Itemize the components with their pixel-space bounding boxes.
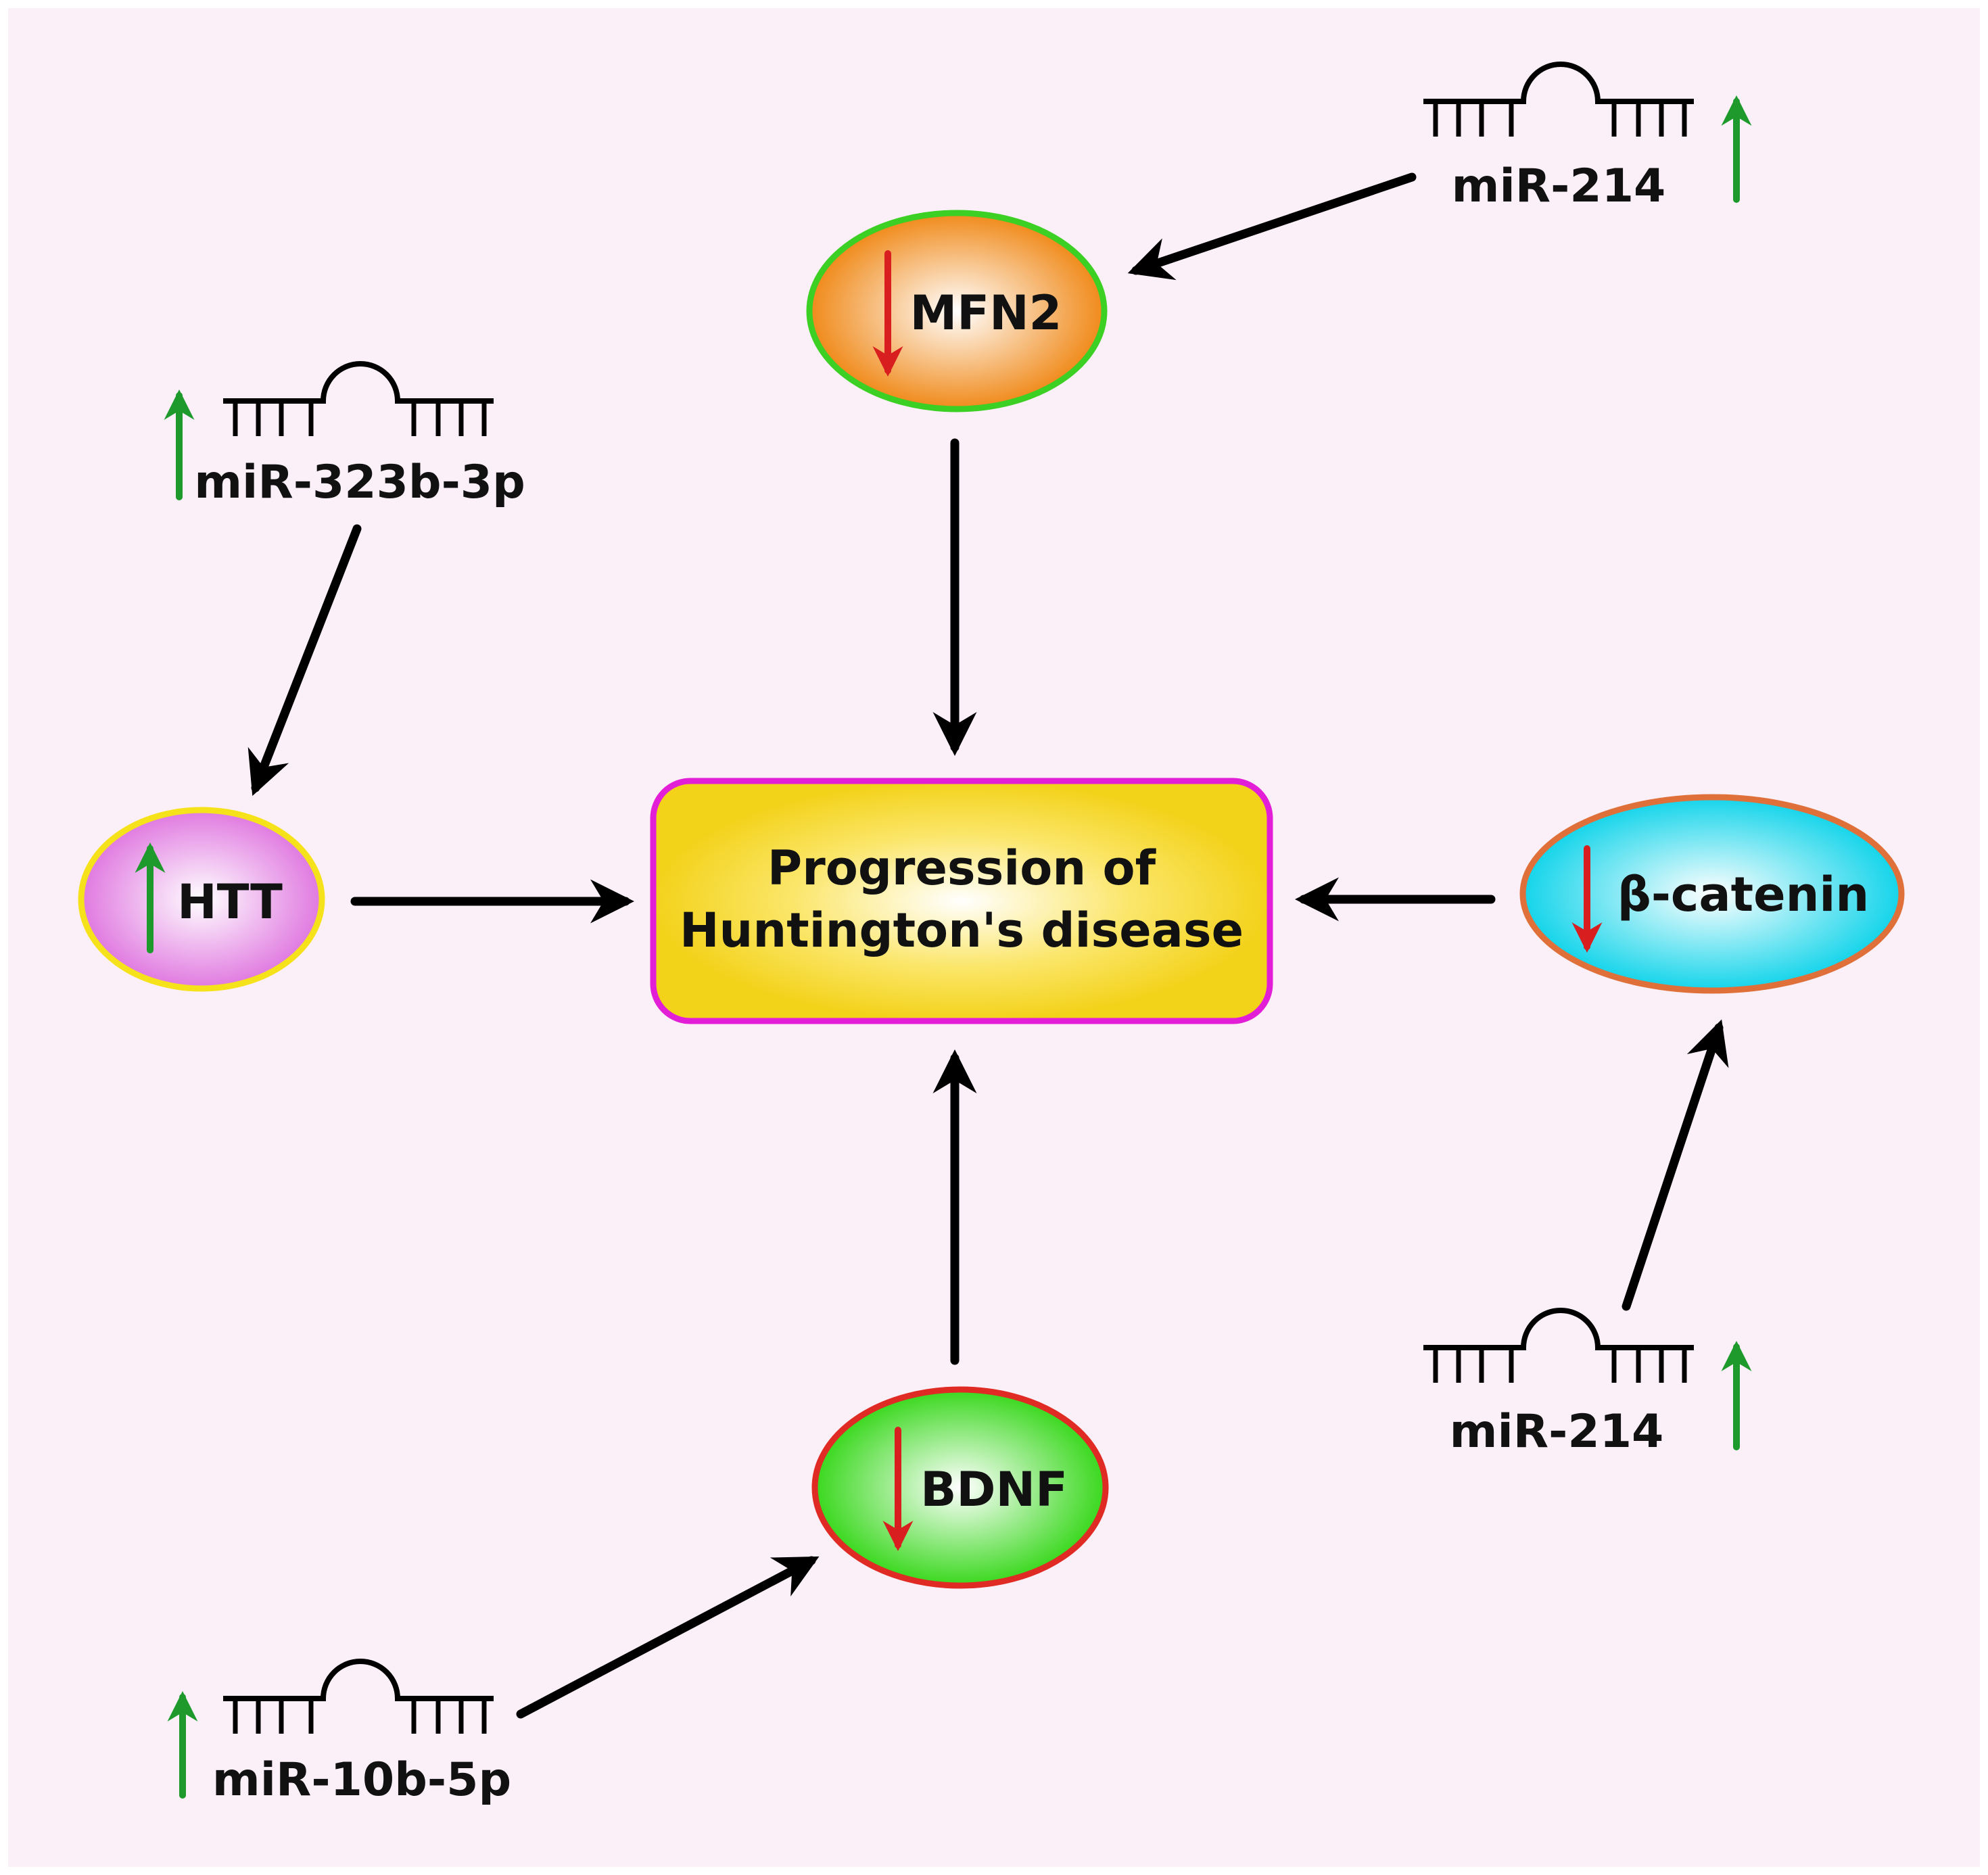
arrow-mir10b-to-bdnf <box>516 1556 820 1719</box>
center-title-line1: Progression of <box>767 840 1157 896</box>
mirna-mir10b-5p: miR-10b-5p <box>167 1661 511 1807</box>
mirna-mir214-top: miR-214 <box>1423 64 1752 213</box>
arrow-mir323-to-htt <box>247 524 362 797</box>
node-beta-catenin: β-catenin <box>1519 794 1905 994</box>
mir323-label: miR-323b-3p <box>194 456 525 509</box>
node-mfn2: MFN2 <box>806 210 1108 412</box>
mirna-mir323b-3p: miR-323b-3p <box>164 364 525 509</box>
node-bdnf: BDNF <box>811 1386 1109 1589</box>
bdnf-label: BDNF <box>920 1462 1068 1517</box>
htt-label: HTT <box>177 874 283 930</box>
arrow-mir214-top-to-mfn2 <box>1127 172 1417 281</box>
mir214-bottom-label: miR-214 <box>1450 1405 1664 1458</box>
mirna-mir214-bottom: miR-214 <box>1423 1310 1752 1458</box>
center-title-line2: Huntington's disease <box>680 903 1244 958</box>
center-box: Progression of Huntington's disease <box>650 778 1273 1024</box>
mir214-top-label: miR-214 <box>1452 160 1666 213</box>
beta-catenin-label: β-catenin <box>1617 867 1870 922</box>
arrow-mir214-bottom-to-beta-catenin <box>1622 1019 1729 1311</box>
mfn2-label: MFN2 <box>910 285 1062 341</box>
node-htt: HTT <box>78 807 325 992</box>
mir10b-label: miR-10b-5p <box>212 1753 511 1807</box>
